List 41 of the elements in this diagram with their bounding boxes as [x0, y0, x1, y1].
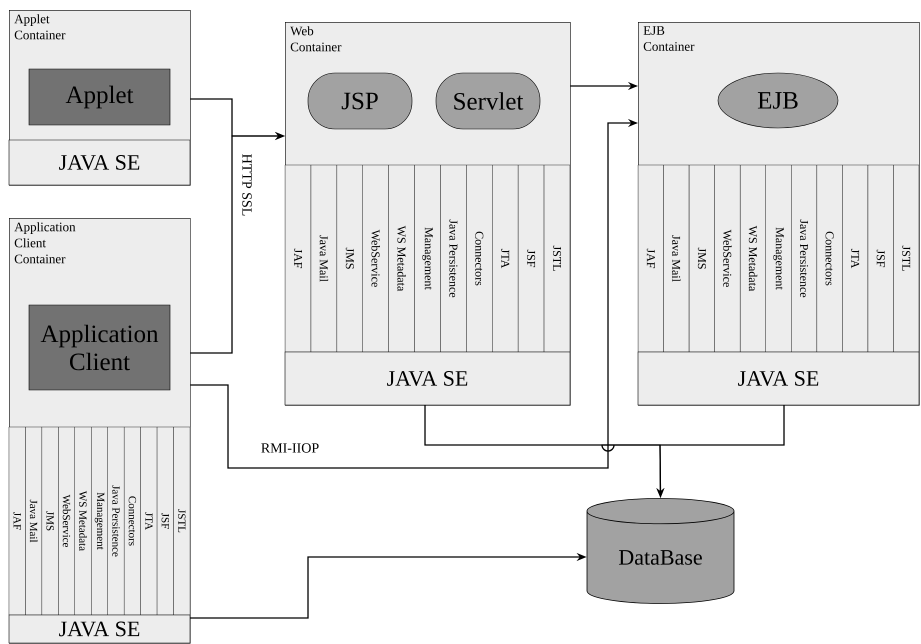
api-strip: JMS	[336, 164, 363, 352]
api-strip: JSF	[518, 164, 544, 352]
component-box: Applet	[28, 68, 170, 126]
api-strip: JTA	[492, 164, 518, 352]
api-strip: WS Metadata	[74, 426, 92, 616]
api-strip: WebService	[714, 164, 740, 352]
api-strip: Java Mail	[663, 164, 690, 352]
api-strip: Java Mail	[310, 164, 338, 352]
platform-band: JAVA SE	[638, 352, 920, 406]
edge-label: HTTP SSL	[241, 152, 253, 218]
api-strip: JSF	[868, 164, 894, 352]
database-cylinder: DataBase	[586, 498, 734, 604]
platform-band: JAVA SE	[8, 614, 190, 644]
api-strip: Java Persistence	[791, 164, 817, 352]
api-strip: JAF	[638, 164, 664, 352]
component-box: Application Client	[28, 304, 170, 390]
api-strip: JSTL	[173, 426, 190, 616]
api-strip: Java Persistence	[440, 164, 467, 352]
api-strip: WS Metadata	[388, 164, 415, 352]
api-strip: JSTL	[544, 164, 570, 352]
api-strip: Management	[414, 164, 441, 352]
api-strip: JTA	[842, 164, 868, 352]
api-strip: JAF	[284, 164, 312, 352]
api-strip: JMS	[688, 164, 715, 352]
api-strip: Management	[91, 426, 108, 616]
api-strip: JAF	[8, 426, 26, 616]
api-strip: Java Mail	[25, 426, 42, 616]
api-strip: Connectors	[124, 426, 141, 616]
api-strip: Management	[766, 164, 792, 352]
api-strip: JTA	[140, 426, 158, 616]
api-strip: WS Metadata	[740, 164, 766, 352]
edge-label: RMI-IIOP	[260, 442, 320, 454]
platform-band: JAVA SE	[8, 140, 190, 186]
api-strip: JSF	[156, 426, 174, 616]
api-strip: Java Persistence	[108, 426, 124, 616]
api-strip: WebService	[58, 426, 76, 616]
api-strip: JMS	[42, 426, 59, 616]
api-strip: JSTL	[893, 164, 920, 352]
api-strip: WebService	[362, 164, 389, 352]
api-strip: Connectors	[816, 164, 843, 352]
api-strip: Connectors	[466, 164, 492, 352]
